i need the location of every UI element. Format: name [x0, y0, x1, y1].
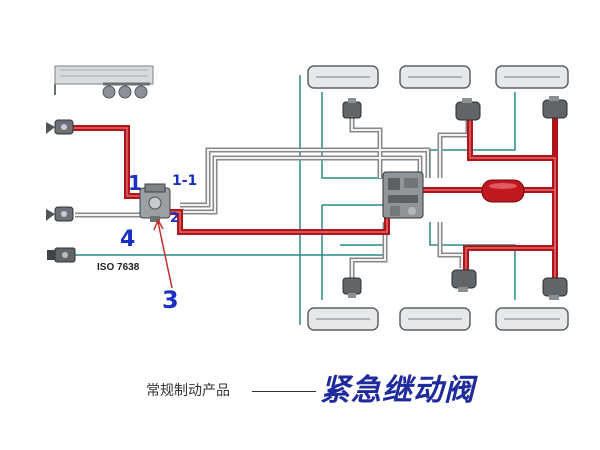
caption-category: 常规制动产品: [146, 383, 230, 399]
port-1-label: 1: [128, 171, 142, 195]
caption-dash: [252, 391, 316, 392]
coupling-head-icon: [46, 119, 74, 135]
brake-chamber-icon: [542, 277, 568, 300]
relay-valve-icon: [139, 183, 171, 222]
wheel-icon: [399, 65, 471, 89]
coupling-head-icon: [46, 206, 74, 222]
wheel-icon: [495, 65, 569, 89]
port-4-label: 4: [120, 227, 135, 252]
pointer-arrow: [157, 221, 173, 289]
brake-chamber-icon: [342, 277, 362, 298]
air-tank-icon: [481, 179, 525, 203]
wheel-icon: [399, 307, 471, 331]
brake-chamber-icon: [455, 98, 481, 121]
wheel-icon: [307, 65, 379, 89]
brake-chamber-icon: [342, 98, 362, 119]
ebs-modulator-icon: [382, 171, 424, 219]
iso-label: ISO 7638: [97, 262, 140, 273]
caption-product-name: 紧急继动阀: [320, 373, 475, 408]
pointer-3-label: 3: [162, 286, 179, 314]
brake-chamber-icon: [451, 269, 477, 292]
port-2-label: 2: [170, 211, 179, 226]
port-1-1-label: 1-1: [172, 173, 197, 189]
trailer-icon: [54, 65, 154, 99]
wheel-icon: [495, 307, 569, 331]
wheel-icon: [307, 307, 379, 331]
electrical-connector-icon: [47, 247, 76, 263]
annotations: 1 1-1 2 4 3: [120, 171, 197, 314]
brake-chamber-icon: [542, 96, 568, 119]
